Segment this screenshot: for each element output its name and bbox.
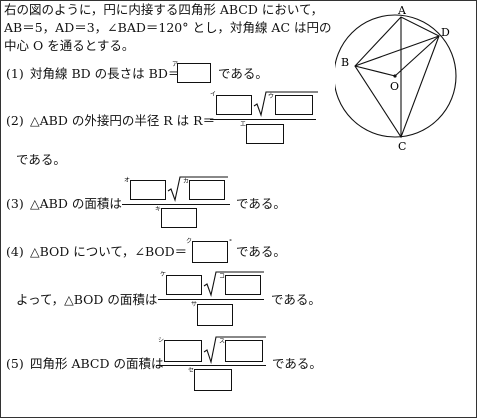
fraction-bar-3 [122, 204, 230, 205]
segment-OD [394, 35, 440, 77]
answer-box-i[interactable] [216, 95, 252, 115]
q5-after: である。 [272, 356, 322, 371]
answer-box-u[interactable] [275, 95, 313, 115]
answer-box-ka[interactable] [189, 180, 225, 200]
q2-text: △ABD の外接円の半径 R は R＝ [30, 113, 216, 128]
q1-after: である。 [218, 66, 268, 81]
q4-line2-after: である。 [271, 292, 321, 307]
kana-u: ウ [268, 93, 275, 100]
answer-box-ku[interactable] [192, 241, 228, 263]
answer-box-e[interactable] [246, 124, 284, 144]
label-C: C [398, 140, 406, 153]
intro-line-2: AB＝5，AD＝3，∠BAD＝120° とし，対角線 AC は円の [4, 20, 332, 35]
sqrt-sign-2 [253, 91, 318, 117]
kana-ki: キ [155, 206, 162, 213]
sqrt-sign-4 [203, 271, 264, 297]
q1-number: (1) [6, 66, 24, 81]
kana-ku: ク [186, 238, 193, 245]
kana-su: ス [219, 338, 226, 345]
answer-box-shi[interactable] [164, 340, 202, 362]
sqrt-sign-3 [167, 176, 228, 202]
q4-number: (4) [6, 244, 24, 259]
q5-number: (5) [6, 356, 24, 371]
q2-number: (2) [6, 113, 24, 128]
kana-shi: シ [158, 337, 165, 344]
intro-line-3: 中心 O を通るとする。 [4, 38, 135, 53]
kana-ka: カ [183, 178, 190, 185]
q4-text: △BOD について，∠BOD＝ [30, 244, 188, 259]
q3-text: △ABD の面積は [30, 196, 122, 211]
q4-after: である。 [236, 244, 286, 259]
label-B: B [341, 56, 349, 69]
intro-line-1: 右の図のように，円に内接する四角形 ABCD において， [4, 2, 324, 17]
q3-number: (3) [6, 196, 24, 211]
kana-o: オ [124, 177, 131, 184]
kana-i: イ [210, 91, 217, 98]
quadrilateral-ABCD [354, 16, 440, 139]
label-D: D [441, 26, 450, 39]
q1-text: 対角線 BD の長さは BD＝ [30, 66, 181, 81]
circumcircle [335, 14, 457, 138]
label-O: O [390, 80, 399, 93]
kana-ke: ケ [160, 271, 167, 278]
degree-mark: ° [229, 239, 232, 246]
label-A: A [397, 4, 407, 17]
sqrt-sign-5 [203, 336, 266, 365]
fraction-bar-4 [158, 299, 264, 300]
center-O [393, 74, 397, 78]
answer-box-su[interactable] [225, 340, 263, 362]
q4-line2-text: よって，△BOD の面積は [16, 292, 158, 307]
kana-e: エ [240, 121, 247, 128]
q2-after: である。 [16, 152, 66, 167]
answer-box-se[interactable] [194, 369, 232, 391]
answer-box-sa[interactable] [197, 304, 233, 326]
kana-sa: サ [191, 301, 198, 308]
diagonal-BD [354, 35, 440, 67]
q5-text: 四角形 ABCD の面積は [30, 356, 164, 371]
answer-box-o[interactable] [130, 180, 166, 200]
kana-se: セ [188, 367, 195, 374]
kana-a: ア [172, 61, 179, 68]
segment-BO [354, 65, 396, 77]
answer-box-ki[interactable] [161, 208, 197, 228]
kana-ko: コ [219, 273, 226, 280]
answer-box-ko[interactable] [225, 275, 261, 295]
circle-figure: A B C D O [335, 4, 457, 153]
fraction-bar-2 [210, 119, 316, 120]
fraction-bar-5 [156, 365, 266, 366]
answer-box-ke[interactable] [166, 275, 202, 295]
answer-box-a[interactable] [177, 63, 211, 83]
q3-after: である。 [236, 196, 286, 211]
